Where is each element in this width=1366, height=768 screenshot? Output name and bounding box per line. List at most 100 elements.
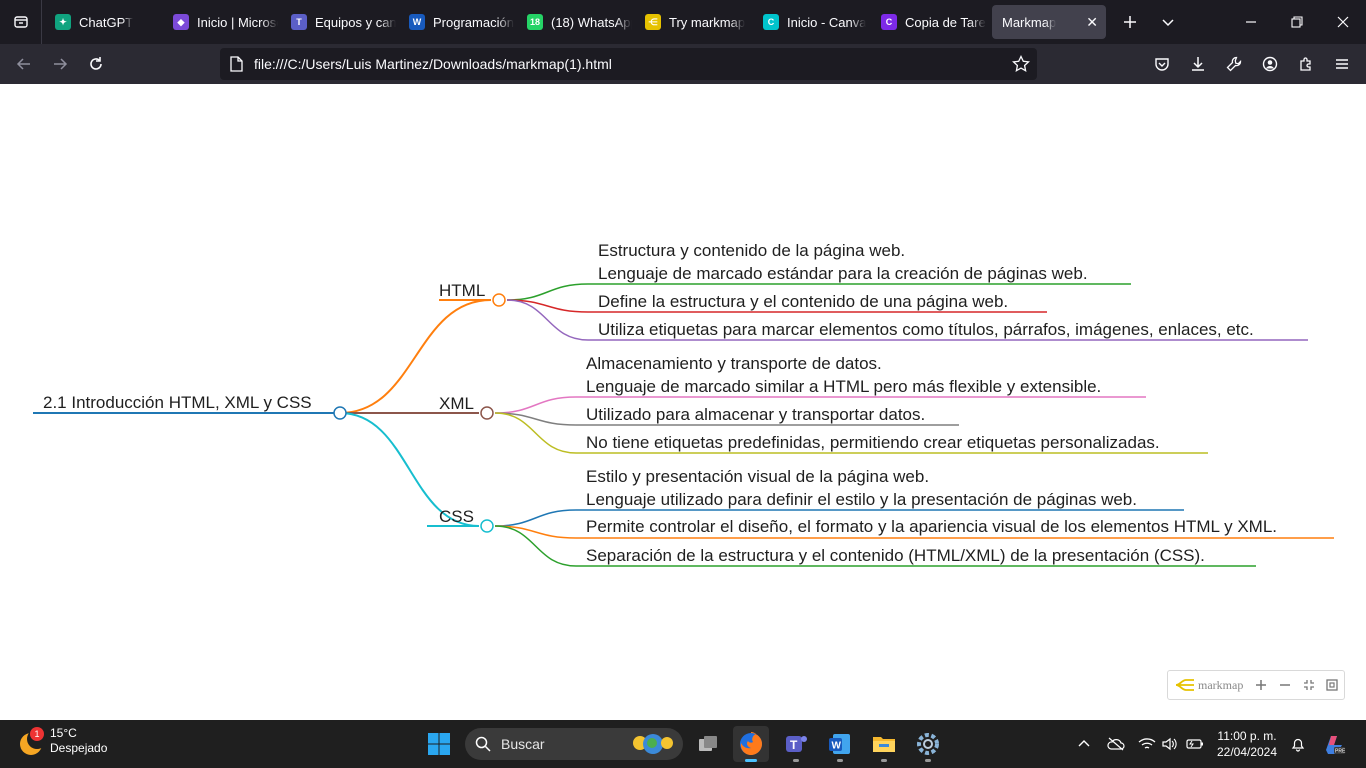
firefox-icon <box>740 732 762 755</box>
browser-tab[interactable]: ✦ChatGPT <box>45 5 160 39</box>
minimize-button[interactable] <box>1228 0 1274 44</box>
zoom-out-button[interactable] <box>1273 673 1297 697</box>
word-icon: W <box>829 734 850 754</box>
copilot-icon: PRE <box>1326 736 1346 755</box>
wifi-status[interactable] <box>1137 734 1157 754</box>
wifi-icon <box>1138 738 1156 749</box>
taskbar-clock[interactable]: 11:00 p. m. 22/04/2024 <box>1214 728 1280 760</box>
taskbar-word[interactable]: W <box>822 726 858 762</box>
tab-title: Equipos y canales <box>315 14 396 30</box>
task-view-button[interactable] <box>690 726 726 762</box>
volume-status[interactable] <box>1160 734 1180 754</box>
markmap-brand-link[interactable]: markmap <box>1174 678 1243 693</box>
bell-icon <box>1291 738 1305 752</box>
browser-tab[interactable]: ◆Inicio | Microsoft 365 <box>163 5 278 39</box>
file-icon <box>230 56 243 72</box>
browser-tab[interactable]: W Programación web <box>399 5 514 39</box>
downloads-button[interactable] <box>1182 48 1214 80</box>
teams-icon: T <box>291 14 307 30</box>
whatsapp-icon: 18 <box>527 14 543 30</box>
weather-condition: Despejado <box>50 741 108 755</box>
extensions-button[interactable] <box>1290 48 1322 80</box>
mindmap-link <box>339 299 492 414</box>
reload-button[interactable] <box>80 48 112 80</box>
bookmark-star-icon[interactable] <box>1012 55 1030 73</box>
mindmap-root-label: 2.1 Introducción HTML, XML y CSS <box>43 393 312 412</box>
mindmap-link <box>494 412 577 454</box>
browser-tab[interactable]: T Equipos y canales <box>281 5 396 39</box>
show-hidden-icons-button[interactable] <box>1074 734 1094 754</box>
markmap-mindmap[interactable]: 2.1 Introducción HTML, XML y CSSHTMLEstr… <box>0 85 1366 720</box>
svg-text:W: W <box>832 741 842 752</box>
mindmap-root-node <box>333 406 347 420</box>
taskbar-teams[interactable]: T <box>778 726 814 762</box>
speaker-icon <box>1162 737 1177 751</box>
arrow-left-icon <box>16 58 30 70</box>
cloud-off-icon <box>1107 737 1125 751</box>
tray-no-sync[interactable] <box>1106 734 1126 754</box>
mindmap-branch-node <box>492 293 506 307</box>
mindmap-link <box>506 299 589 341</box>
url-text: file:///C:/Users/Luis Martinez/Downloads… <box>254 56 612 72</box>
chevron-down-icon <box>1162 19 1174 27</box>
minus-icon <box>1279 684 1290 686</box>
fit-window-button[interactable] <box>1297 673 1321 697</box>
browser-tab[interactable]: ⋲Try markmap <box>635 5 750 39</box>
taskbar-file-explorer[interactable] <box>866 726 902 762</box>
app-menu-button[interactable] <box>1326 48 1358 80</box>
close-window-button[interactable] <box>1320 0 1366 44</box>
hamburger-menu-icon <box>1336 59 1348 69</box>
mindmap-branch-node <box>480 519 494 533</box>
mindmap-leaf-label: Utilizado para almacenar y transportar d… <box>586 405 925 424</box>
mindmap-leaf-label: Separación de la estructura y el conteni… <box>586 546 1205 565</box>
browser-tab[interactable]: Markmap✕ <box>992 5 1106 39</box>
tab-title: Programación web <box>433 14 514 30</box>
account-icon <box>1262 56 1278 72</box>
mindmap-leaf-label: Estructura y contenido de la página web. <box>598 241 905 260</box>
zoom-in-button[interactable] <box>1249 673 1273 697</box>
markmap-logo-icon <box>1175 679 1194 691</box>
list-all-tabs-button[interactable] <box>0 0 42 44</box>
pocket-icon <box>1155 58 1169 71</box>
taskbar-firefox[interactable] <box>733 726 769 762</box>
browser-tab[interactable]: 18(18) WhatsApp <box>517 5 632 39</box>
minimize-icon <box>1246 21 1256 23</box>
copilot-button[interactable]: PRE <box>1322 732 1346 756</box>
address-bar[interactable]: file:///C:/Users/Luis Martinez/Downloads… <box>220 48 1037 80</box>
canva-icon: C <box>881 14 897 30</box>
back-button[interactable] <box>8 48 40 80</box>
mindmap-link <box>506 283 589 301</box>
restore-icon <box>1291 16 1303 28</box>
mindmap-branch-label: XML <box>439 394 474 413</box>
clock-time: 11:00 p. m. <box>1217 729 1277 743</box>
restore-button[interactable] <box>1274 0 1320 44</box>
word-icon: W <box>409 14 425 30</box>
tools-button[interactable] <box>1218 48 1250 80</box>
taskbar-search-box[interactable]: Buscar <box>465 728 683 760</box>
account-button[interactable] <box>1254 48 1286 80</box>
mindmap-link <box>494 509 577 527</box>
notifications-button[interactable] <box>1288 734 1308 754</box>
start-button[interactable] <box>421 726 457 762</box>
new-tab-button[interactable] <box>1107 0 1153 44</box>
taskbar-settings[interactable] <box>910 726 946 762</box>
pocket-button[interactable] <box>1146 48 1178 80</box>
mindmap-link <box>339 412 480 527</box>
battery-status[interactable] <box>1185 734 1205 754</box>
forward-button[interactable] <box>44 48 76 80</box>
weather-widget[interactable]: 1 15°C Despejado <box>18 726 107 756</box>
mindmap-link <box>494 525 577 539</box>
weather-badge: 1 <box>30 727 44 741</box>
tab-overflow-button[interactable] <box>1145 0 1191 44</box>
search-placeholder: Buscar <box>501 736 545 752</box>
search-icon <box>475 736 491 752</box>
mindmap-branch-node <box>480 406 494 420</box>
close-tab-icon[interactable]: ✕ <box>1086 14 1098 30</box>
windows-logo-icon <box>428 733 450 755</box>
close-icon <box>1337 16 1349 28</box>
teams-icon: T <box>786 736 807 752</box>
toggle-recursive-button[interactable] <box>1320 673 1344 697</box>
